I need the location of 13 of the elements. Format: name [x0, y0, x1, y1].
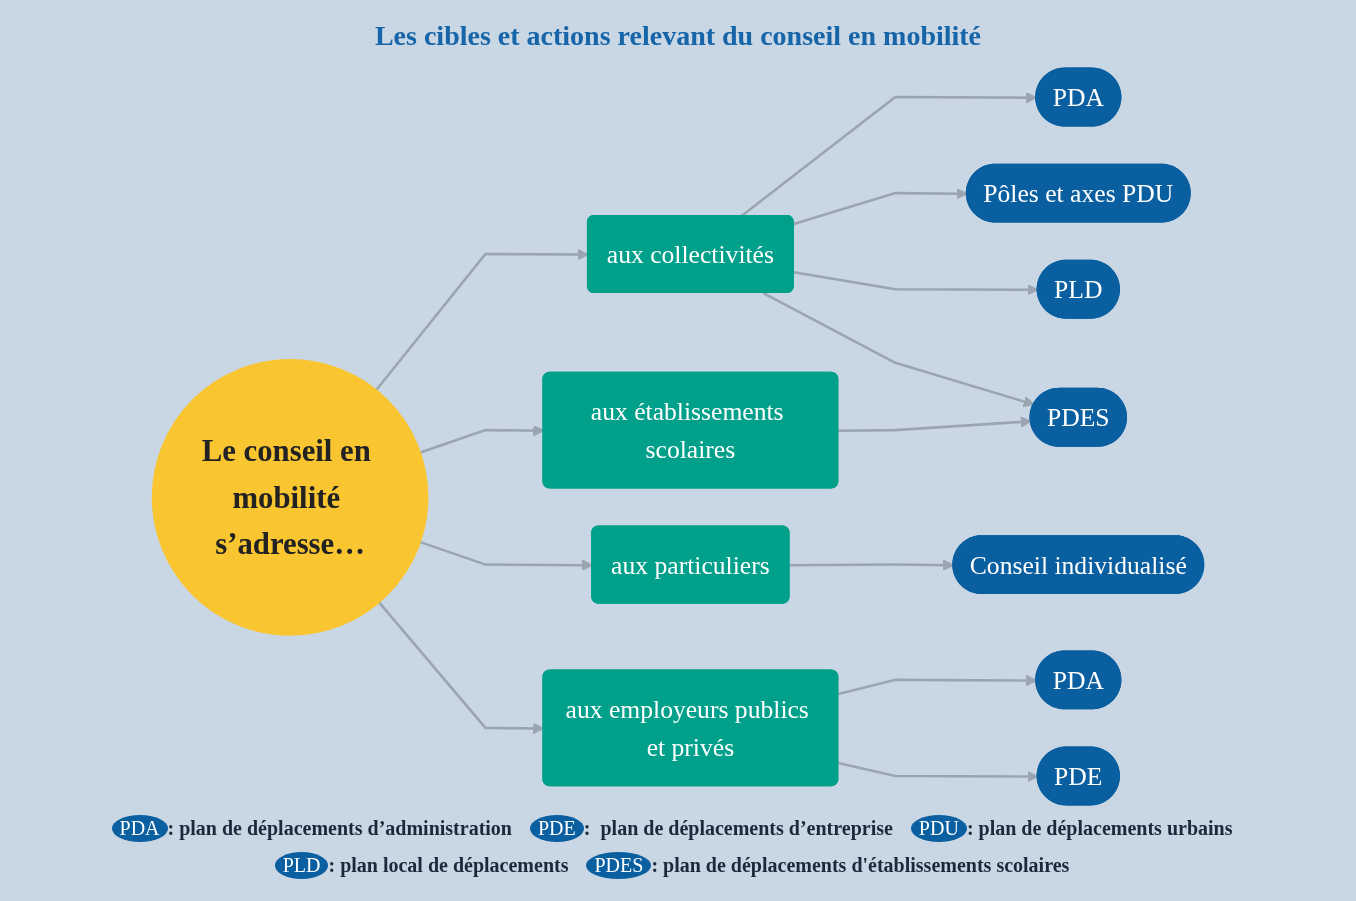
abbreviation-badge: PDU: [910, 815, 967, 842]
abbreviation-badge: PDES: [586, 852, 652, 879]
abbreviation-badge: PLD: [274, 852, 329, 879]
abbreviation-definition: : plan de déplacements urbains: [966, 817, 1233, 840]
abbreviation-definition: : plan de déplacements d’entreprise: [583, 817, 893, 840]
diagram-title: Les cibles et actions relevant du conseil en mobilité: [374, 20, 982, 52]
abbreviation-badge: PDE: [530, 815, 584, 842]
abbreviation-definition: : plan de déplacements d’administration: [167, 817, 512, 840]
abbreviation-definition: : plan de déplacements d'établissements scolaires: [651, 854, 1070, 877]
abbreviation-definition: : plan local de déplacements: [328, 854, 569, 877]
abbreviation-badge: PDA: [111, 815, 168, 842]
arrow: [762, 291, 1035, 408]
node-circle: Le conseil en mobilité s’adresse…: [151, 359, 429, 636]
